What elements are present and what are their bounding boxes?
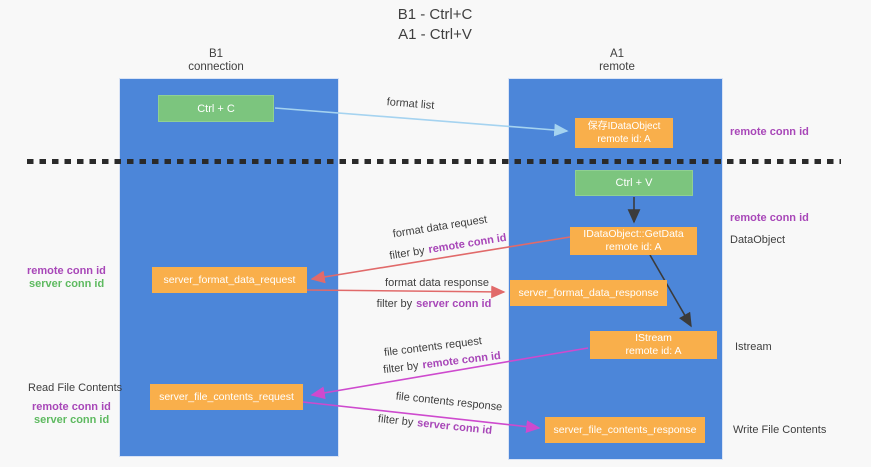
label-left-server-conn-id-1: server conn id [29, 278, 105, 290]
filter-remote-conn-id: remote conn id [421, 349, 502, 372]
node-file-response-label: server_file_contents_response [553, 423, 697, 436]
lane-a1-name: A1 [609, 48, 625, 60]
node-ctrl-v-label: Ctrl + V [615, 177, 653, 189]
lane-header-a1: A1 remote [557, 48, 677, 74]
label-right-remote-conn-id-mid: remote conn id [730, 212, 809, 224]
node-server-format-data-request: server_format_data_request [152, 267, 307, 293]
node-ctrl-c: Ctrl + C [158, 95, 274, 122]
label-dataobject: DataObject [730, 234, 786, 246]
node-ctrl-c-label: Ctrl + C [197, 102, 235, 115]
node-server-format-data-response: server_format_data_response [510, 280, 667, 306]
node-getdata-line2: remote id: A [605, 241, 662, 253]
label-left-remote-conn-id-2: remote conn id [32, 401, 111, 413]
node-file-request-label: server_file_contents_request [159, 390, 294, 403]
node-getdata-line1: IDataObject::GetData [583, 228, 684, 240]
filter-prefix: filter by [377, 413, 414, 429]
node-save-idataobject-line2: remote id: A [597, 134, 651, 145]
lane-b1-role: connection [188, 61, 244, 73]
node-server-file-contents-response: server_file_contents_response [545, 417, 705, 443]
label-read-file-contents: Read File Contents [28, 382, 123, 394]
node-istream: IStream remote id: A [590, 331, 717, 359]
edge-label-format-data-response: format data response [385, 277, 489, 289]
node-format-request-label: server_format_data_request [163, 273, 296, 286]
label-left-server-conn-id-2: server conn id [34, 414, 110, 426]
edge-label-file-contents-response: file contents response [395, 390, 503, 414]
label-istream: Istream [735, 341, 772, 353]
filter-prefix: filter by [376, 298, 413, 310]
filter-server-conn-id: server conn id [416, 417, 493, 437]
node-idataobject-getdata: IDataObject::GetData remote id: A [570, 227, 697, 255]
label-right-remote-conn-id-top: remote conn id [730, 126, 809, 138]
node-save-idataobject-line1: 保存IDataObject [587, 121, 661, 132]
lane-header-b1: B1 connection [156, 48, 276, 74]
node-server-file-contents-request: server_file_contents_request [150, 384, 303, 410]
title-line-2: A1 - Ctrl+V [398, 26, 472, 43]
node-istream-line1: IStream [635, 332, 672, 344]
lane-a1-role: remote [599, 61, 635, 73]
node-istream-line2: remote id: A [625, 345, 682, 357]
node-save-idataobject: 保存IDataObject remote id: A [575, 118, 673, 148]
diagram-title: B1 - Ctrl+C A1 - Ctrl+V [290, 5, 580, 45]
edge-label-format-list: format list [386, 96, 435, 112]
filter-prefix: filter by [382, 359, 420, 377]
filter-remote-conn-id: remote conn id [427, 231, 508, 257]
filter-server-conn-id: server conn id [416, 298, 492, 310]
title-line-1: B1 - Ctrl+C [397, 6, 473, 23]
node-format-response-label: server_format_data_response [518, 286, 659, 299]
phase-separator-dashed-line [27, 159, 841, 164]
node-ctrl-v: Ctrl + V [575, 170, 693, 196]
lane-b1-name: B1 [208, 48, 224, 60]
filter-prefix: filter by [388, 244, 426, 263]
label-write-file-contents: Write File Contents [733, 424, 827, 436]
label-left-remote-conn-id-1: remote conn id [27, 265, 106, 277]
